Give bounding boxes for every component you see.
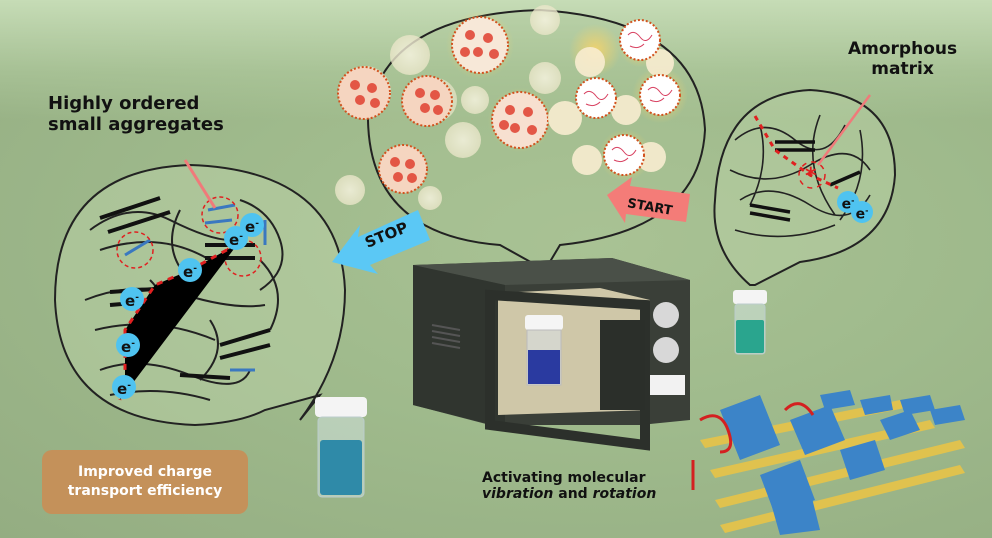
electron: e- [112,375,136,399]
electron: e- [224,226,248,250]
amorphous-speech-bubble: * [713,88,897,286]
left-vial [315,397,367,498]
electron: e- [120,287,144,311]
ordered-speech-bubble [53,159,347,427]
electron: e- [116,333,140,357]
molecular-chains [691,390,965,535]
blocked-mark: * [805,164,817,189]
activating-label: Activating molecular vibration and rotat… [482,470,657,503]
electron: e- [178,258,202,282]
microwave-vial [525,315,563,386]
right-vial [733,290,767,355]
amorphous-matrix-label: Amorphous matrix [848,39,958,79]
ordered-aggregates [335,5,561,210]
electron: e- [851,201,873,223]
amorphous-pointer [816,94,872,166]
ordered-aggregates-label: Highly ordered small aggregates [48,93,224,135]
amorphous-aggregates [548,19,688,181]
start-arrow [607,177,690,223]
microwave-oven [413,258,690,451]
improved-efficiency-box: Improved charge transport efficiency [42,450,248,514]
ordered-pointer [183,159,217,209]
stop-arrow [332,210,430,274]
